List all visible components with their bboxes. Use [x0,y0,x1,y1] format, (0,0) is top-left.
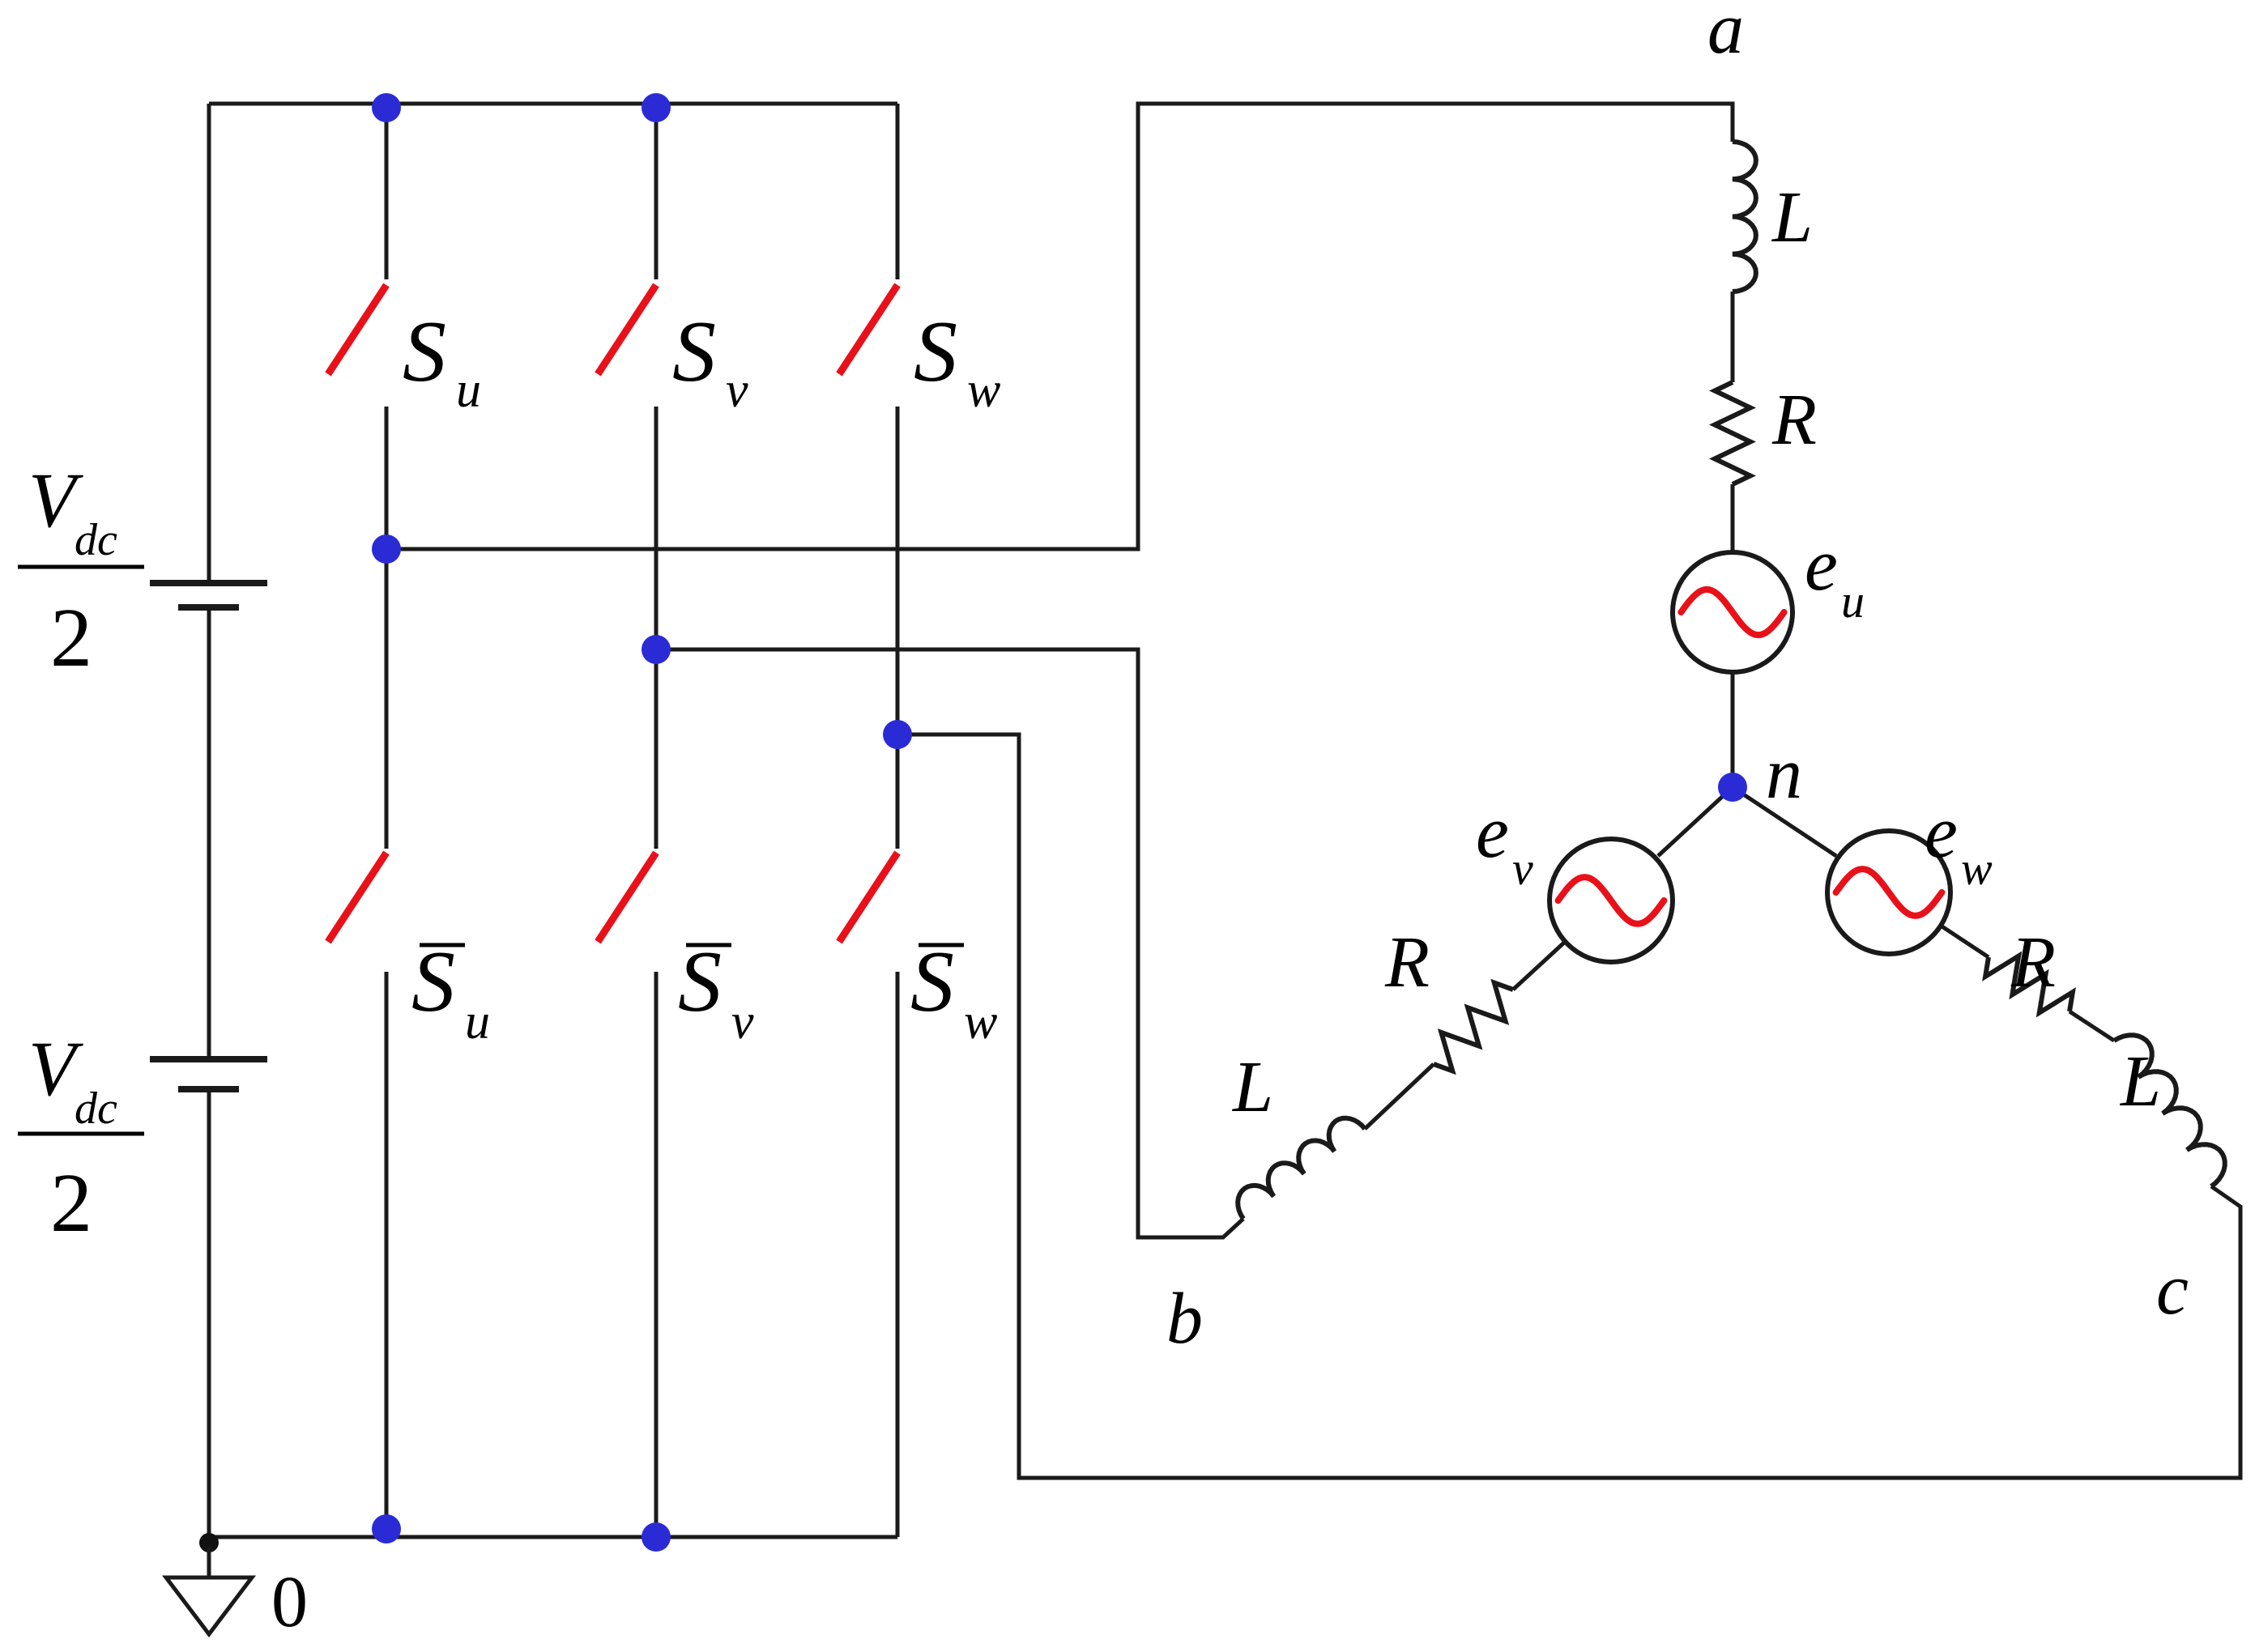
label-sv-main: S [672,304,716,400]
terminal-c-label: c [2156,1250,2189,1330]
node-bottom-u [372,1514,401,1543]
switch-sw [836,283,901,377]
labels: V dc 2 V dc 2 0 S u S v S w S u S v S w … [18,0,2189,1642]
branch-b-source-main: e [1476,790,1509,873]
vdc-top-subscript: dc [75,515,117,565]
branch-c-ac-source-sine [1832,866,1946,919]
label-sv-sub: v [726,363,748,418]
wire-phase-c [897,732,2243,1480]
branch-c-source-sub: w [1961,842,1993,895]
branch-c-inductor-label: L [2119,1041,2161,1122]
label-sw-sub: w [967,363,1000,418]
vdc-bottom-denominator: 2 [50,1156,92,1250]
ground-node-dot [199,1533,219,1552]
ground-label: 0 [271,1562,308,1642]
wire-branch-c-sr [1939,923,1990,960]
branch-b-ac-source-sine [1554,874,1668,927]
vdc-top-denominator: 2 [50,591,92,684]
branch-c-source-main: e [1925,790,1958,873]
terminal-a-label: a [1707,0,1744,69]
node-top-u [372,93,401,122]
label-sw-main: S [914,304,957,400]
ground-triangle [161,1575,257,1638]
node-neutral-n [1718,773,1747,802]
label-su-sub: u [456,363,481,418]
wire-branch-b-ns [1656,786,1734,858]
label-su-bar-main: S [411,934,455,1030]
switch-sw-bar [836,850,901,944]
vdc-bottom-numerator: V [28,1025,83,1112]
branch-a-resistor-label: R [1771,380,1817,460]
branch-b-source-sub: v [1512,842,1533,895]
wire-branch-c-rl [2068,1009,2116,1043]
wire-phase-a [386,101,1735,551]
dc-batteries [150,526,267,1173]
branch-b-resistor-label: R [1384,922,1430,1003]
ground-symbol [161,1533,257,1638]
branch-b-inductor-label: L [1231,1047,1273,1127]
switches [325,283,901,944]
branch-c-resistor-label: R [2010,922,2056,1003]
wire-branch-b-sr [1511,941,1566,991]
wire-phase-b [656,647,1245,1240]
switch-sv [595,283,659,377]
node-mid-w [883,720,912,749]
label-sw-bar-main: S [910,934,954,1030]
node-mid-u [372,534,401,564]
switch-su [325,283,390,377]
label-sw-bar-sub: w [964,994,997,1050]
node-mid-v [642,635,671,664]
neutral-n-label: n [1766,734,1802,814]
branch-c-inductor [2112,1032,2227,1189]
label-sv-bar-sub: v [731,994,754,1050]
switch-sv-bar [595,850,659,944]
branch-a-inductor [1732,139,1758,294]
junction-nodes [372,93,1747,1552]
branch-c-resistor [1982,951,2076,1018]
vdc-bottom-subscript: dc [75,1084,117,1134]
branch-b-inductor [1235,1115,1367,1220]
label-sv-bar-main: S [678,934,722,1030]
branch-b-resistor [1432,978,1515,1075]
branch-a-resistor [1709,380,1756,487]
load-components [1235,139,2227,1220]
label-su-main: S [403,304,446,400]
branch-a-source-main: e [1805,523,1838,606]
branch-a-inductor-label: L [1771,177,1813,258]
branch-a-source-sub: u [1841,575,1865,628]
wire-branch-b-rl [1363,1062,1435,1130]
terminal-b-label: b [1166,1279,1203,1359]
wire-branch-c-ns [1731,785,1838,858]
branch-a-ac-source-sine [1677,585,1788,639]
node-top-v [642,93,671,122]
node-bottom-v [642,1522,671,1552]
switch-su-bar [325,850,390,944]
label-su-bar-sub: u [465,994,490,1050]
vdc-top-numerator: V [28,457,83,543]
